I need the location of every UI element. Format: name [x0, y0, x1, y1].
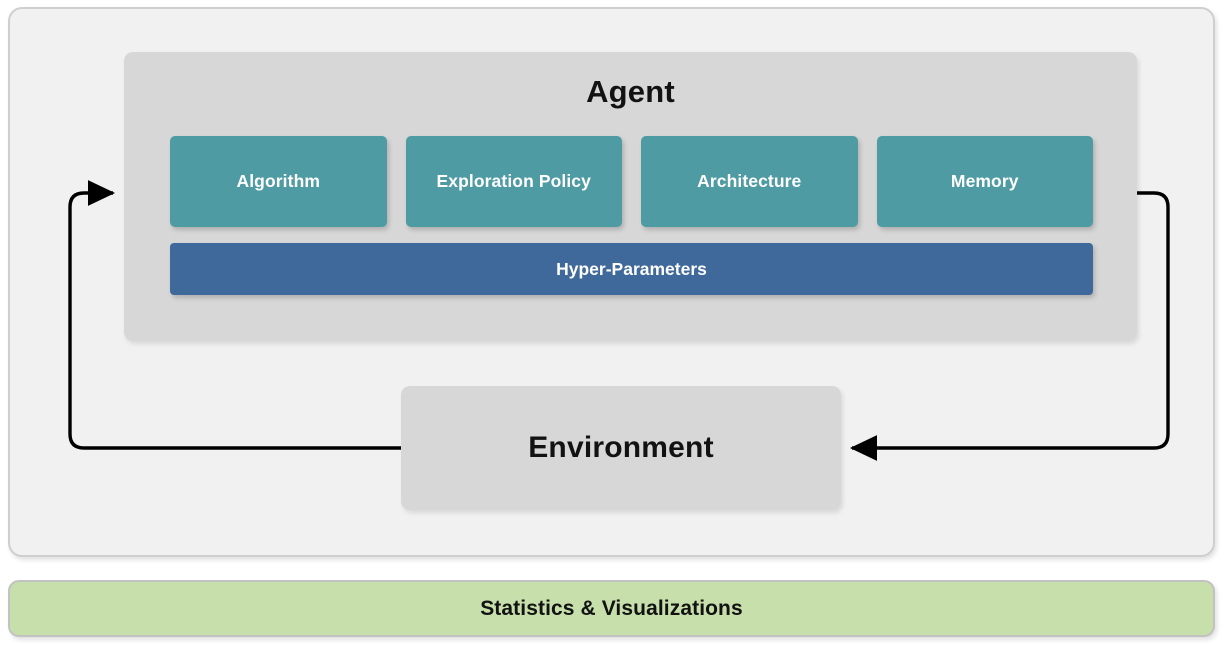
- component-label-memory: Memory: [950, 171, 1019, 191]
- component-box-exploration-policy[interactable]: Exploration Policy: [405, 136, 622, 227]
- component-box-memory[interactable]: Memory: [876, 136, 1093, 227]
- agent-components-row: Algorithm Exploration Policy Architectur…: [170, 136, 1093, 227]
- component-label-architecture: Architecture: [697, 171, 802, 191]
- component-label-algorithm: Algorithm: [236, 171, 321, 191]
- statistics-visualizations-label: Statistics & Visualizations: [480, 596, 743, 620]
- statistics-visualizations-bar[interactable]: Statistics & Visualizations: [8, 580, 1215, 637]
- hyper-parameters-label: Hyper-Parameters: [556, 258, 707, 279]
- environment-box[interactable]: Environment: [401, 386, 841, 510]
- environment-label: Environment: [528, 431, 714, 464]
- component-box-architecture[interactable]: Architecture: [641, 136, 858, 227]
- component-label-exploration-policy: Exploration Policy: [436, 171, 591, 191]
- component-box-algorithm[interactable]: Algorithm: [170, 136, 387, 227]
- agent-panel-title: Agent: [586, 74, 675, 109]
- hyper-parameters-bar[interactable]: Hyper-Parameters: [170, 243, 1093, 295]
